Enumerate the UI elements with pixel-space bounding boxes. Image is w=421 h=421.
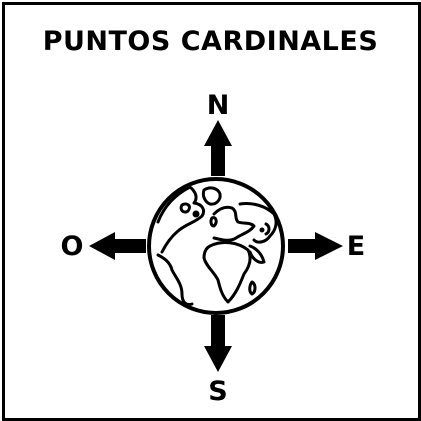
globe-icon: [147, 177, 285, 315]
arrow-down-icon: [204, 315, 232, 372]
arrow-right-icon: [288, 232, 343, 260]
arrow-left-icon: [89, 232, 146, 260]
label-south: S: [208, 376, 228, 407]
arrow-up-icon: [204, 120, 232, 176]
label-east: E: [346, 231, 366, 262]
label-west: O: [60, 231, 84, 262]
page-title: PUNTOS CARDINALES: [42, 26, 379, 57]
label-north: N: [206, 90, 230, 121]
